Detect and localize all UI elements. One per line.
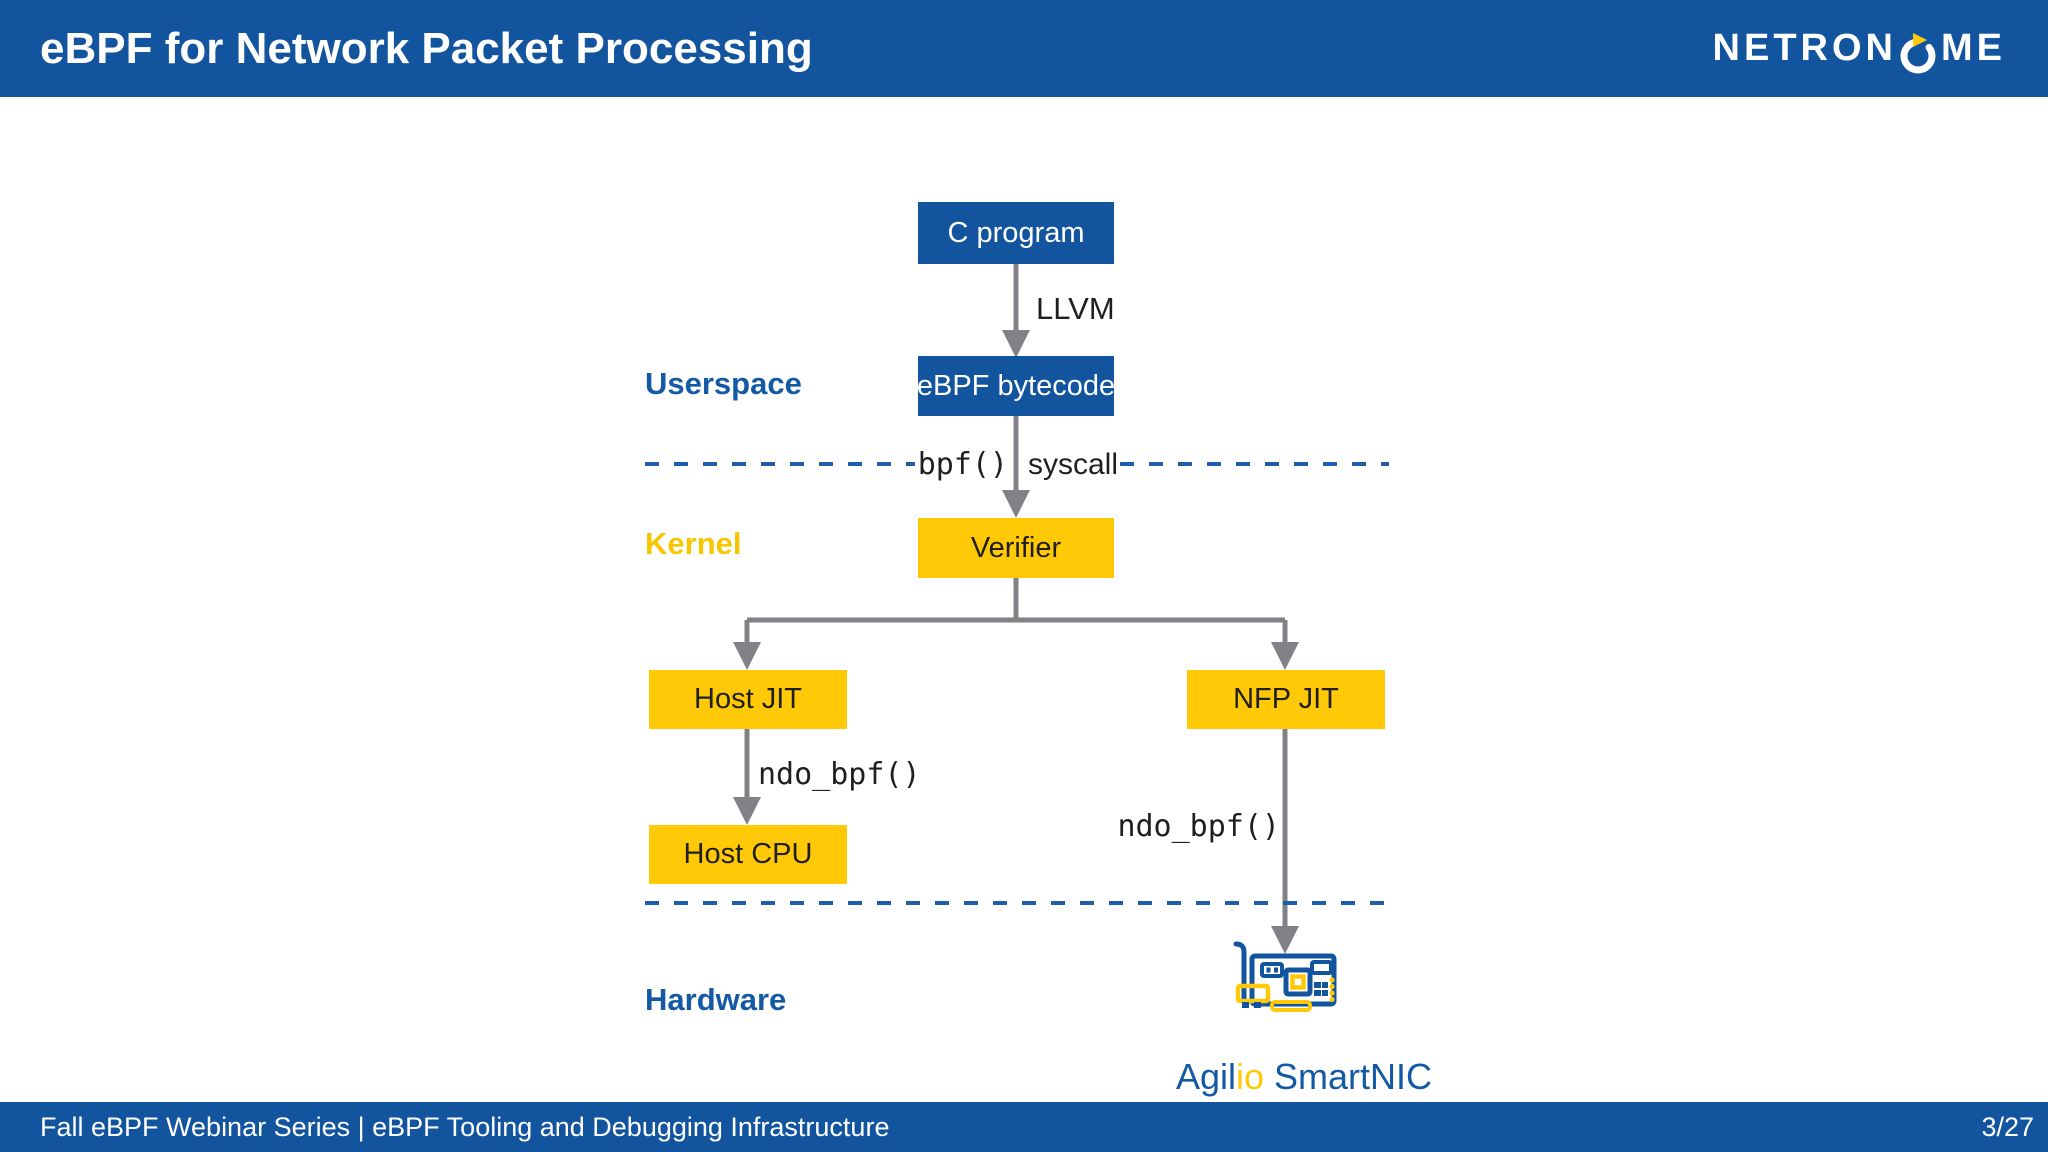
layer-label-hardware: Hardware — [645, 982, 787, 1017]
header-bar — [0, 0, 2048, 97]
page-title: eBPF for Network Packet Processing — [40, 24, 813, 73]
caption-part-io: io — [1236, 1056, 1265, 1097]
smartnic-icon — [1233, 941, 1337, 1012]
netronome-logo: NETRON ME — [1713, 0, 2006, 97]
edge-label-ndo-bpf-host: ndo_bpf() — [758, 757, 921, 792]
netronome-o-icon — [1897, 30, 1939, 74]
node-nfp-jit: NFP JIT — [1187, 670, 1385, 729]
smartnic-caption: Agilio SmartNIC — [1135, 1014, 1435, 1140]
node-host-jit: Host JIT — [649, 670, 847, 729]
logo-play-icon — [1913, 32, 1927, 47]
layer-label-kernel: Kernel — [645, 526, 742, 561]
footer-bar — [0, 1102, 2048, 1152]
caption-part-smartnic: SmartNIC — [1264, 1056, 1433, 1097]
edge-label-llvm: LLVM — [1036, 291, 1115, 326]
node-host-cpu: Host CPU — [649, 825, 847, 884]
caption-part-agil: Agil — [1175, 1056, 1236, 1097]
layer-label-userspace: Userspace — [645, 366, 802, 401]
edge-label-syscall: syscall — [1028, 448, 1119, 481]
edge-label-bpf: bpf() — [917, 447, 1008, 482]
footer-text: Fall eBPF Webinar Series | eBPF Tooling … — [40, 1112, 890, 1142]
node-c-program: C program — [918, 202, 1114, 264]
logo-text-prefix: NETRON — [1712, 27, 1897, 69]
node-verifier: Verifier — [918, 518, 1114, 578]
page-number: 3/27 — [1981, 1112, 2034, 1142]
node-ebpf-bytecode: eBPF bytecode — [917, 356, 1115, 416]
edge-label-ndo-bpf-nfp: ndo_bpf() — [1117, 809, 1280, 844]
logo-text-suffix: ME — [1941, 27, 2006, 69]
